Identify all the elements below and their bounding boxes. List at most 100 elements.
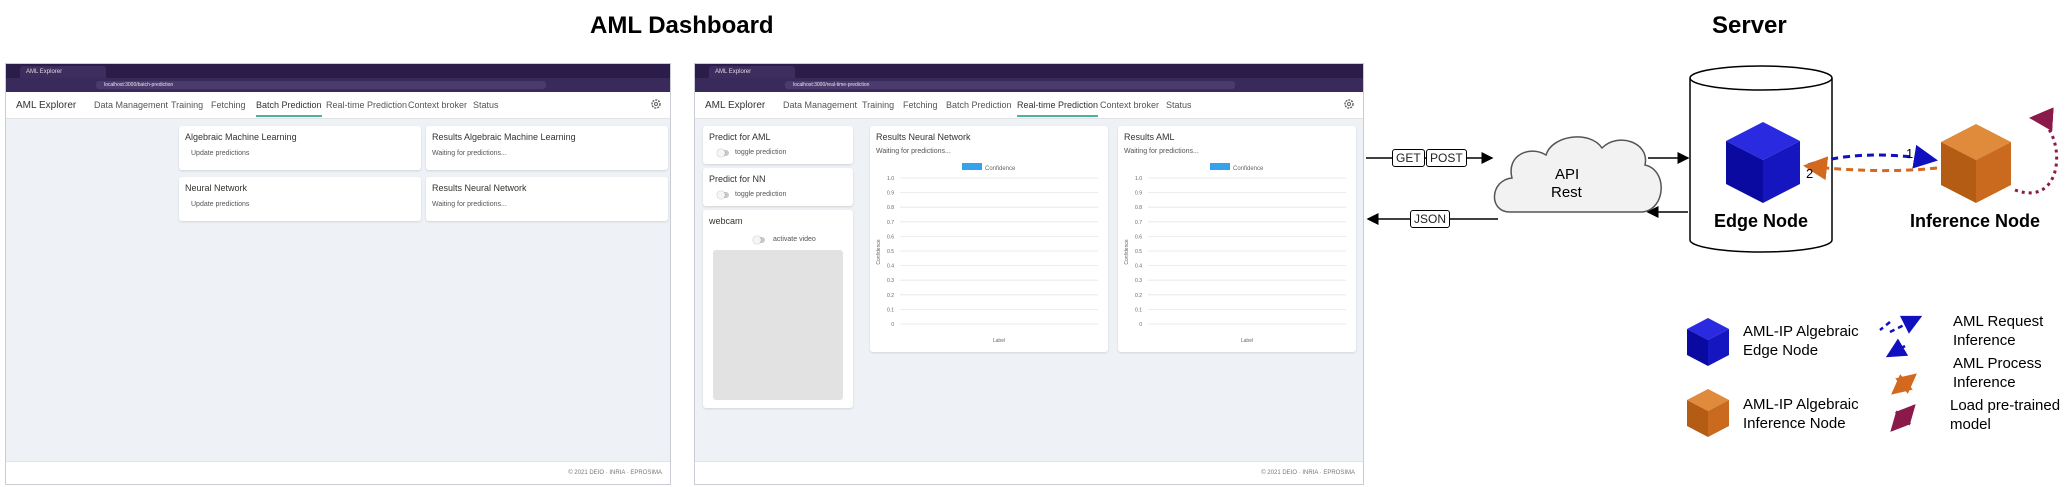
gear-icon[interactable]: [650, 98, 662, 110]
y-tick-label: 0.6: [887, 234, 894, 240]
nav-status[interactable]: Status: [473, 100, 499, 110]
results-nn-card: Results Neural Network Waiting for predi…: [426, 177, 668, 221]
y-tick-label: 0.6: [1135, 234, 1142, 240]
legend-swatch: [1210, 163, 1230, 170]
update-predictions-button[interactable]: Update predictions: [191, 150, 250, 157]
toggle-label: toggle prediction: [735, 149, 787, 156]
prediction-toggle[interactable]: [717, 191, 729, 199]
footer-text: © 2021 DEIO · INRIA · EPROSIMA: [1261, 470, 1355, 476]
nav-status[interactable]: Status: [1166, 100, 1192, 110]
update-predictions-button[interactable]: Update predictions: [191, 201, 250, 208]
app-footer: © 2021 DEIO · INRIA · EPROSIMA: [6, 461, 670, 484]
browser-tab-bar: AML Explorer: [695, 64, 1363, 78]
nav-training[interactable]: Training: [862, 100, 895, 110]
aml-card: Algebraic Machine Learning Update predic…: [179, 126, 421, 170]
y-tick-label: 0.9: [1135, 191, 1142, 197]
y-tick-label: 0.5: [887, 249, 894, 255]
nav-fetching[interactable]: Fetching: [903, 100, 938, 110]
legend-inference-cube: [1687, 389, 1729, 437]
step-2-label: 2: [1806, 166, 1814, 181]
server-cylinder-top: [1689, 65, 1833, 91]
video-toggle[interactable]: [753, 236, 765, 244]
legend-load-line1: Load pre-trained: [1950, 397, 2061, 414]
app-nav: AML Explorer Data Management Training Fe…: [695, 92, 1363, 119]
results-aml-card: Results AML Waiting for predictions... C…: [1118, 126, 1356, 352]
legend-request-line2: Inference: [1953, 332, 2016, 349]
legend-inference-line2: Inference Node: [1743, 415, 1846, 432]
load-model-arrow: [2014, 107, 2058, 195]
step-1-label: 1: [1906, 146, 1914, 161]
card-title: Results Neural Network: [432, 183, 527, 193]
results-aml-chart: Confidence1.00.90.80.70.60.50.40.30.20.1…: [1124, 163, 1346, 344]
edge-node-label: Edge Node: [1714, 211, 1809, 231]
nav-batch-prediction[interactable]: Batch Prediction: [256, 100, 322, 117]
browser-url-bar: localhost:3000/batch-prediction: [6, 78, 670, 92]
url-field[interactable]: localhost:3000/batch-prediction: [96, 81, 546, 89]
y-tick-label: 0.1: [1135, 307, 1142, 313]
app-footer: © 2021 DEIO · INRIA · EPROSIMA: [695, 461, 1363, 484]
y-tick-label: 1.0: [1135, 176, 1142, 182]
get-label: GET: [1392, 149, 1425, 167]
inference-node-cube: [1941, 124, 2011, 203]
nav-batch-prediction[interactable]: Batch Prediction: [946, 100, 1012, 110]
results-nn-card: Results Neural Network Waiting for predi…: [870, 126, 1108, 352]
json-label: JSON: [1410, 210, 1451, 228]
legend-swatch: [962, 163, 982, 170]
app-brand[interactable]: AML Explorer: [705, 100, 766, 111]
card-title: Predict for AML: [709, 132, 771, 142]
browser-tab[interactable]: AML Explorer: [709, 66, 795, 78]
nn-card: Neural Network Update predictions: [179, 177, 421, 221]
legend-process-line1: AML Process: [1953, 355, 2042, 372]
y-tick-label: 0.3: [887, 278, 894, 284]
browser-url-bar: localhost:3000/real-time-prediction: [695, 78, 1363, 92]
webcam-card: webcam activate video: [703, 210, 853, 408]
legend-load-line2: model: [1950, 416, 1991, 433]
legend-request-line1: AML Request: [1953, 313, 2044, 330]
y-tick-label: 0.9: [887, 191, 894, 197]
aml-request-arrow: [1807, 144, 1938, 169]
browser-tab[interactable]: AML Explorer: [20, 66, 106, 78]
card-title: Neural Network: [185, 183, 248, 193]
app-nav: AML Explorer Data Management Training Fe…: [6, 92, 670, 119]
legend-request-label: AML Request Inference: [1953, 312, 2043, 350]
server-heading: Server: [1712, 12, 1787, 39]
y-tick-label: 0.2: [887, 293, 894, 299]
nav-real-time-prediction[interactable]: Real-time Prediction: [326, 100, 408, 110]
app-brand[interactable]: AML Explorer: [16, 100, 77, 111]
nav-data-management[interactable]: Data Management: [783, 100, 858, 110]
card-title: Results AML: [1124, 132, 1175, 142]
toggle-label: activate video: [773, 236, 816, 243]
card-title: Algebraic Machine Learning: [185, 132, 297, 142]
nav-real-time-prediction[interactable]: Real-time Prediction: [1017, 100, 1099, 117]
predict-aml-card: Predict for AML toggle prediction: [703, 126, 853, 164]
legend-process-label: AML Process Inference: [1953, 354, 2042, 392]
legend-inference-line1: AML-IP Algebraic: [1743, 396, 1859, 413]
y-tick-label: 0.3: [1135, 278, 1142, 284]
x-axis-label: Label: [993, 338, 1005, 344]
prediction-toggle[interactable]: [717, 149, 729, 157]
predict-nn-card: Predict for NN toggle prediction: [703, 168, 853, 206]
y-tick-label: 0.1: [887, 307, 894, 313]
y-tick-label: 0.5: [1135, 249, 1142, 255]
toggle-label: toggle prediction: [735, 191, 787, 198]
y-tick-label: 0.2: [1135, 293, 1142, 299]
nav-context-broker[interactable]: Context broker: [408, 100, 468, 110]
nav-data-management[interactable]: Data Management: [94, 100, 169, 110]
inference-node-label: Inference Node: [1910, 211, 2041, 231]
legend-edge-cube: [1687, 318, 1729, 366]
nav-fetching[interactable]: Fetching: [211, 100, 246, 110]
card-title: webcam: [709, 216, 743, 226]
gear-icon[interactable]: [1343, 98, 1355, 110]
legend-edge-label: AML-IP Algebraic Edge Node: [1743, 322, 1859, 360]
y-tick-label: 0.8: [1135, 205, 1142, 211]
status-text: Waiting for predictions...: [432, 150, 507, 157]
nav-training[interactable]: Training: [171, 100, 204, 110]
url-field[interactable]: localhost:3000/real-time-prediction: [785, 81, 1235, 89]
legend-edge-line1: AML-IP Algebraic: [1743, 323, 1859, 340]
x-axis-label: Label: [1241, 338, 1253, 344]
nav-context-broker[interactable]: Context broker: [1100, 100, 1160, 110]
card-title: Predict for NN: [709, 174, 766, 184]
results-aml-card: Results Algebraic Machine Learning Waiti…: [426, 126, 668, 170]
edge-node-cube: [1726, 122, 1800, 203]
y-axis-label: Confidence: [876, 239, 882, 265]
